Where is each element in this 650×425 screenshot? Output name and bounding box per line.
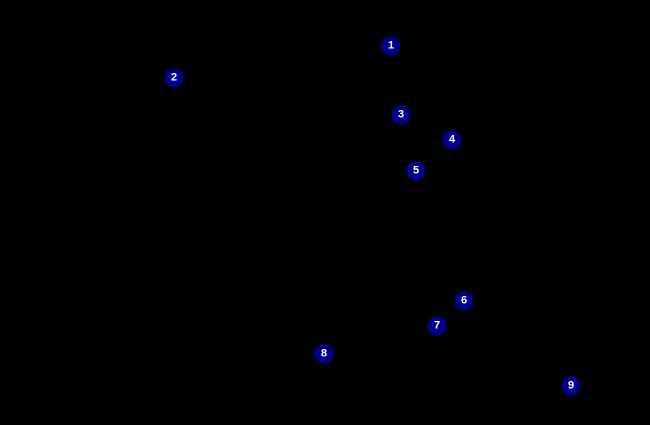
- numbered-marker-6[interactable]: 6: [454, 291, 474, 311]
- numbered-marker-5[interactable]: 5: [406, 161, 426, 181]
- marker-number-label: 4: [448, 133, 456, 146]
- marker-number-label: 1: [387, 39, 395, 52]
- numbered-marker-7[interactable]: 7: [427, 316, 447, 336]
- numbered-marker-2[interactable]: 2: [164, 68, 184, 88]
- numbered-marker-1[interactable]: 1: [381, 36, 401, 56]
- numbered-marker-9[interactable]: 9: [561, 376, 581, 396]
- numbered-marker-4[interactable]: 4: [442, 130, 462, 150]
- numbered-marker-3[interactable]: 3: [391, 105, 411, 125]
- marker-number-label: 2: [170, 71, 178, 84]
- numbered-marker-8[interactable]: 8: [314, 344, 334, 364]
- marker-number-label: 8: [320, 347, 328, 360]
- marker-number-label: 9: [567, 379, 575, 392]
- marker-number-label: 6: [460, 294, 468, 307]
- marker-number-label: 7: [433, 319, 441, 332]
- marker-number-label: 3: [397, 108, 405, 121]
- marker-number-label: 5: [412, 164, 420, 177]
